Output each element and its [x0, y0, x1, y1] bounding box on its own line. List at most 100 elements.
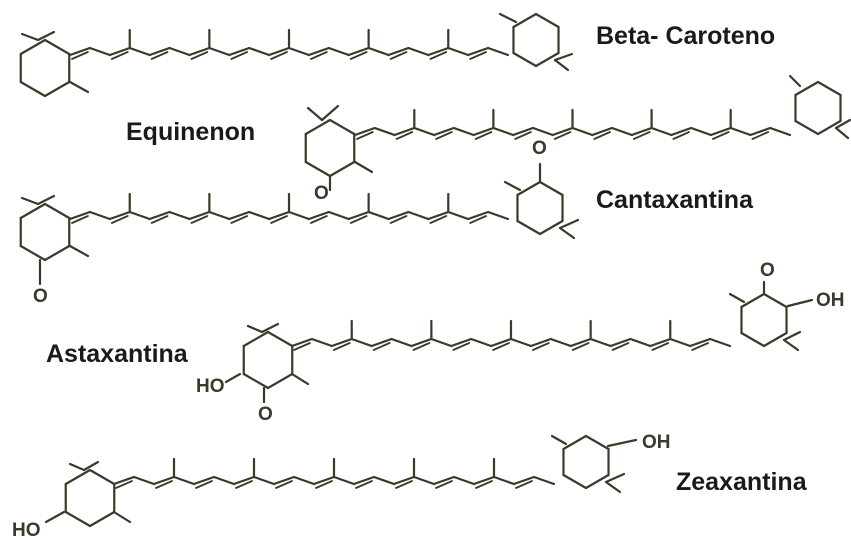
- bond: [549, 337, 572, 348]
- bond: [248, 210, 271, 221]
- bond: [432, 126, 455, 137]
- bond: [430, 337, 453, 348]
- bond: [410, 337, 433, 348]
- bond: [571, 342, 590, 351]
- bond: [512, 12, 538, 29]
- bond: [228, 210, 251, 221]
- bond: [192, 475, 216, 486]
- bond: [266, 372, 294, 390]
- bond: [372, 342, 391, 351]
- molecule-name-beta-caroteno: Beta- Caroteno: [596, 22, 776, 50]
- bond: [88, 46, 111, 57]
- bond: [68, 46, 92, 57]
- bond: [532, 342, 550, 351]
- bond: [71, 51, 89, 60]
- bond: [512, 51, 538, 68]
- bond: [606, 438, 638, 448]
- bond: [68, 244, 90, 258]
- bond: [475, 480, 493, 489]
- bond: [304, 118, 332, 136]
- bond: [372, 475, 396, 486]
- bond: [44, 510, 66, 524]
- bond: [68, 462, 86, 472]
- bond: [670, 126, 693, 137]
- bond: [352, 475, 376, 486]
- bond: [749, 126, 772, 137]
- bond: [553, 131, 572, 140]
- bond: [68, 210, 92, 221]
- bond: [486, 210, 510, 221]
- bond: [252, 475, 276, 486]
- bond: [816, 80, 842, 97]
- bond: [327, 210, 350, 221]
- bond: [128, 210, 151, 221]
- bond: [712, 131, 730, 140]
- bond: [389, 51, 408, 60]
- bond: [19, 80, 47, 98]
- bond: [267, 210, 291, 221]
- bond: [452, 475, 476, 486]
- bond: [190, 51, 209, 60]
- bond: [562, 434, 588, 451]
- bond: [327, 46, 350, 57]
- bond: [208, 46, 231, 57]
- bond: [708, 337, 732, 348]
- bond: [270, 215, 288, 224]
- bond: [489, 337, 513, 348]
- bond: [782, 330, 802, 342]
- bond: [353, 126, 376, 137]
- bond: [794, 80, 820, 97]
- bond: [571, 126, 594, 137]
- bond: [407, 46, 430, 57]
- bond: [562, 473, 588, 490]
- bond: [690, 126, 713, 137]
- bond: [593, 131, 611, 140]
- bond: [412, 475, 436, 486]
- bond: [208, 210, 231, 221]
- bond: [242, 372, 270, 390]
- bond: [472, 126, 495, 137]
- bond: [610, 126, 633, 137]
- bond: [230, 51, 249, 60]
- bond: [150, 51, 169, 60]
- bond: [392, 475, 416, 486]
- bond: [367, 210, 390, 221]
- bond: [538, 180, 564, 197]
- bond: [172, 475, 196, 486]
- bond: [629, 337, 652, 348]
- molecule-name-zeaxantina: Zeaxantina: [676, 468, 807, 496]
- bond: [168, 210, 191, 221]
- bond: [20, 196, 40, 206]
- bond: [834, 126, 850, 140]
- bond: [447, 46, 470, 57]
- bond: [413, 126, 436, 137]
- bond: [395, 480, 413, 489]
- bond: [538, 219, 564, 236]
- cantaxantina-oxygen-left: O: [33, 286, 48, 307]
- bond: [407, 210, 430, 221]
- bond: [43, 244, 71, 262]
- bond: [427, 46, 450, 57]
- bond: [794, 119, 820, 136]
- bond: [509, 337, 533, 348]
- bond: [112, 510, 132, 524]
- bond: [19, 202, 47, 220]
- bond: [740, 292, 766, 309]
- bond: [310, 215, 328, 224]
- cantaxantina-oxygen-right: O: [532, 138, 547, 159]
- bond: [492, 475, 516, 486]
- bond: [553, 52, 574, 62]
- bond: [310, 51, 328, 60]
- bond: [609, 337, 632, 348]
- bond: [230, 215, 249, 224]
- bond: [112, 475, 136, 486]
- bond: [492, 342, 510, 351]
- bond: [516, 219, 542, 236]
- bond: [558, 218, 580, 230]
- bond: [516, 180, 542, 197]
- bond: [584, 473, 610, 490]
- bond: [272, 475, 296, 486]
- bond: [36, 30, 56, 42]
- astaxantina-hydroxyl-left: HO: [196, 376, 225, 397]
- astaxantina-hydroxyl-right: OH: [816, 290, 845, 311]
